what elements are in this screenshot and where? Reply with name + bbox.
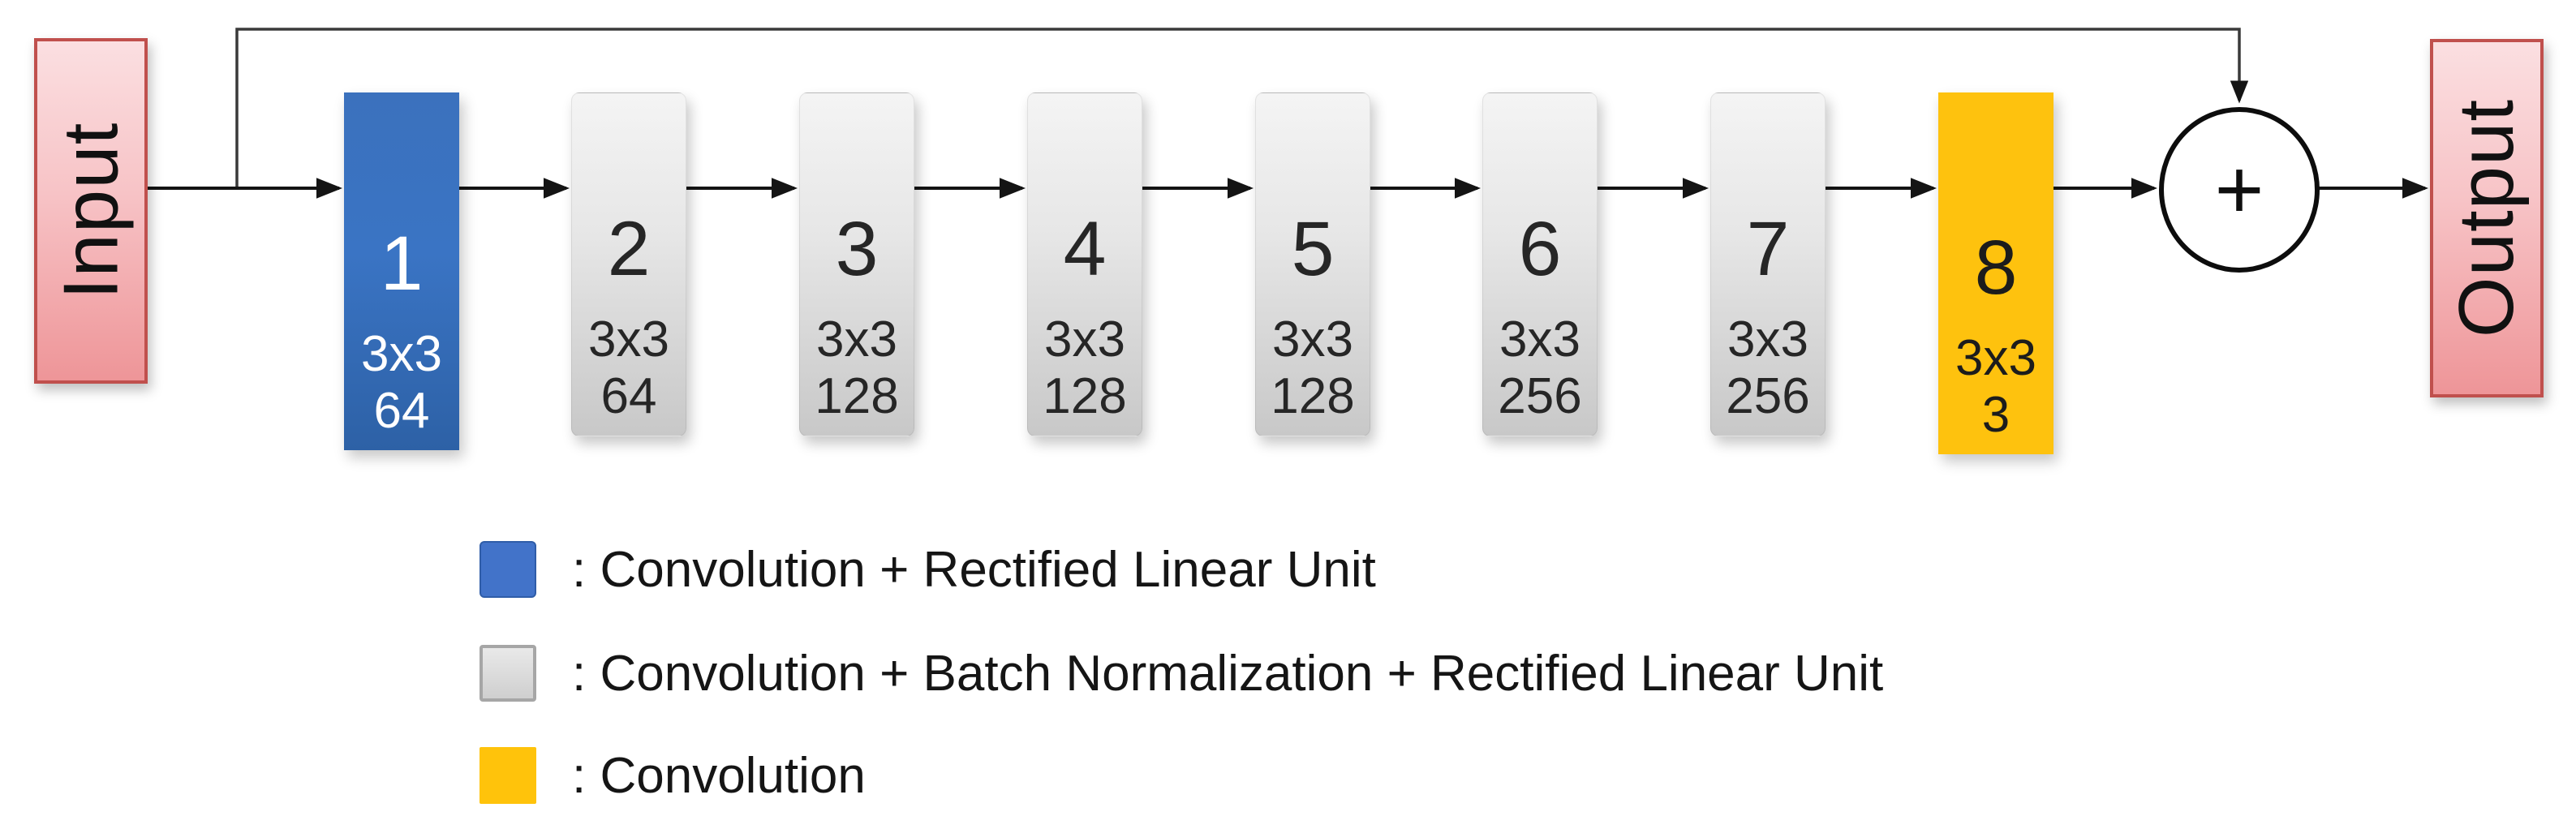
- input-block: Input: [34, 38, 148, 384]
- conv-block-4: 4 3x3 128: [1027, 92, 1142, 436]
- output-label: Output: [2443, 98, 2530, 338]
- legend-row-conv-bn-relu: : Convolution + Batch Normalization + Re…: [480, 644, 1883, 702]
- conv-block-6: 6 3x3 256: [1482, 92, 1598, 436]
- block-number: 8: [1974, 225, 2018, 311]
- sum-circle: [2159, 107, 2320, 273]
- block-channels: 64: [600, 367, 657, 424]
- block-kernel: 3x3: [816, 311, 897, 368]
- block-channels: 128: [815, 367, 899, 424]
- input-label: Input: [47, 122, 135, 300]
- block-kernel: 3x3: [1955, 330, 2036, 387]
- block-kernel: 3x3: [1499, 311, 1580, 368]
- block-channels: 256: [1498, 367, 1582, 424]
- conv-block-7: 7 3x3 256: [1710, 92, 1826, 436]
- block-number: 6: [1518, 206, 1562, 293]
- block-number: 4: [1063, 206, 1107, 293]
- sum-plus-symbol: +: [2214, 142, 2264, 237]
- legend-label: : Convolution: [572, 747, 866, 804]
- legend-label: : Convolution + Batch Normalization + Re…: [572, 645, 1884, 702]
- legend-row-conv: : Convolution: [480, 746, 866, 805]
- legend-swatch-yellow: [480, 747, 536, 804]
- block-kernel: 3x3: [361, 326, 442, 383]
- output-block: Output: [2430, 39, 2544, 397]
- block-number: 5: [1291, 206, 1335, 293]
- block-kernel: 3x3: [1044, 311, 1125, 368]
- block-channels: 3: [1981, 386, 2010, 443]
- block-channels: 256: [1726, 367, 1810, 424]
- skip-connection-line: [235, 28, 2249, 188]
- block-channels: 128: [1271, 367, 1355, 424]
- conv-block-2: 2 3x3 64: [571, 92, 686, 436]
- conv-block-5: 5 3x3 128: [1255, 92, 1370, 436]
- conv-block-1: 1 3x3 64: [344, 92, 459, 450]
- legend-label: : Convolution + Rectified Linear Unit: [572, 541, 1376, 598]
- block-channels: 64: [373, 382, 430, 439]
- block-kernel: 3x3: [1272, 311, 1353, 368]
- block-number: 7: [1746, 206, 1790, 293]
- block-number: 1: [380, 221, 424, 307]
- conv-block-3: 3 3x3 128: [799, 92, 914, 436]
- block-channels: 128: [1043, 367, 1127, 424]
- block-number: 2: [607, 206, 651, 293]
- legend-swatch-blue: [480, 541, 536, 598]
- block-number: 3: [835, 206, 879, 293]
- conv-block-8: 8 3x3 3: [1938, 92, 2053, 454]
- legend-row-conv-relu: : Convolution + Rectified Linear Unit: [480, 540, 1376, 599]
- block-kernel: 3x3: [588, 311, 669, 368]
- legend-swatch-gray: [480, 645, 536, 702]
- block-kernel: 3x3: [1727, 311, 1808, 368]
